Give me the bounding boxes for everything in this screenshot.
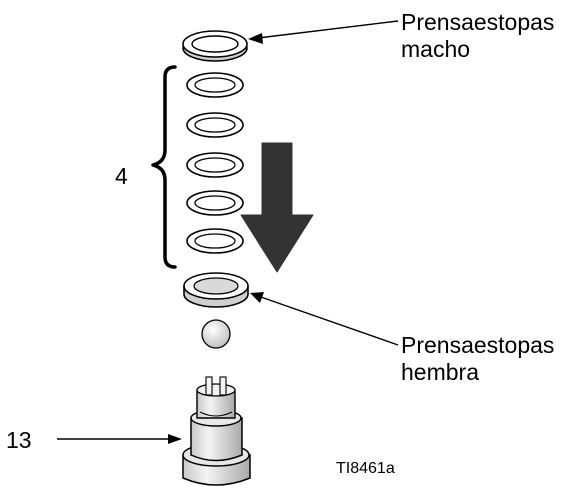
packing-ring <box>186 152 244 178</box>
packing-ring <box>186 72 244 98</box>
packing-ring <box>186 112 244 138</box>
female-adapter-label-line1: Prensaestopas <box>401 332 555 358</box>
female-adapter-ring <box>183 272 249 308</box>
packing-count-label: 4 <box>115 163 128 189</box>
leader-part-13 <box>57 434 182 444</box>
male-adapter-label-line2: macho <box>401 36 471 62</box>
down-arrow-icon <box>240 142 314 273</box>
packing-bracket <box>151 65 177 269</box>
packing-rings <box>186 72 244 254</box>
fitting-icon <box>182 376 251 486</box>
male-adapter-ring <box>182 30 248 62</box>
packing-ring <box>186 190 244 216</box>
male-adapter-label-line1: Prensaestopas <box>401 9 555 35</box>
packing-ring <box>186 228 244 254</box>
part-number-label: 13 <box>6 427 32 453</box>
male-adapter-label: Prensaestopas macho <box>401 9 554 63</box>
leader-female <box>250 292 399 346</box>
female-adapter-label-line2: hembra <box>401 359 479 385</box>
ball-icon <box>201 319 231 349</box>
leader-male <box>248 20 399 44</box>
figure-reference: TI8461a <box>336 460 395 477</box>
female-adapter-label: Prensaestopas hembra <box>401 332 554 386</box>
